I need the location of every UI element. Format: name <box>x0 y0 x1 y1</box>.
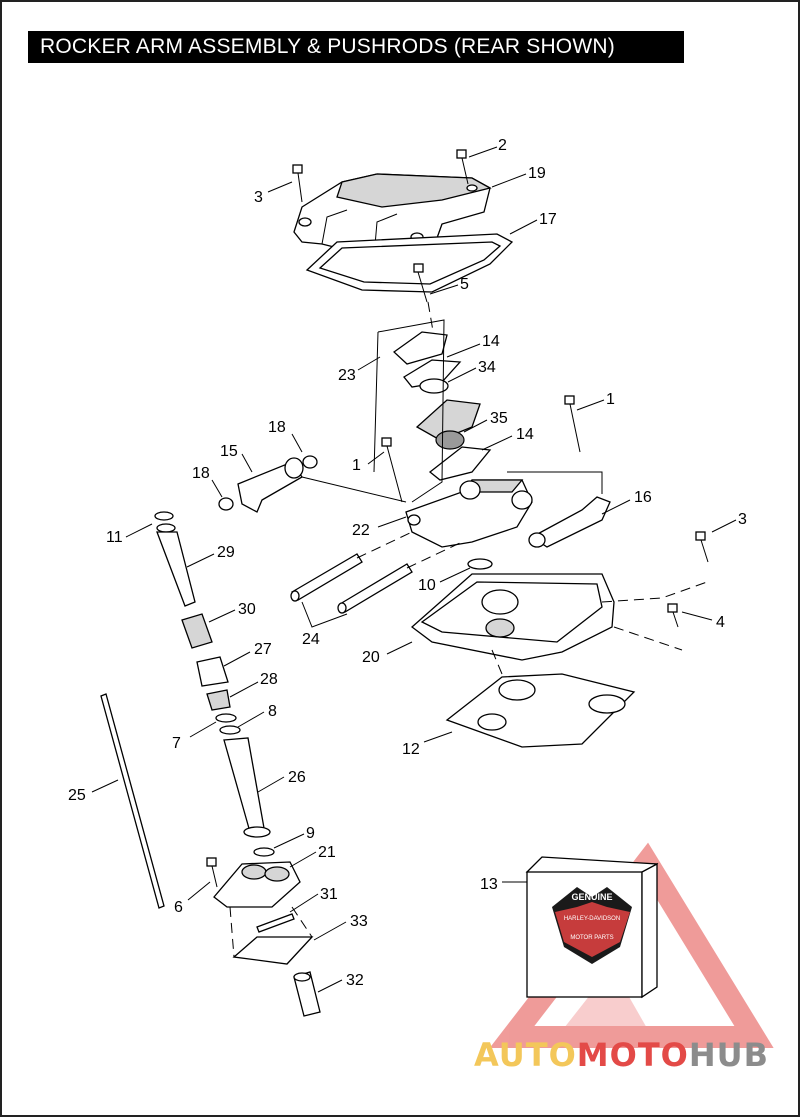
callout-29: 29 <box>217 544 235 561</box>
callout-21: 21 <box>318 844 336 861</box>
callout-14-b: 14 <box>516 426 534 443</box>
callout-5: 5 <box>460 276 469 293</box>
box-label-bottom: MOTOR PARTS <box>570 935 613 941</box>
watermark-text: AUTOMOTOHUB <box>474 1036 769 1074</box>
watermark-moto: MOTO <box>576 1036 689 1074</box>
callout-1-b: 1 <box>606 391 615 408</box>
callout-10: 10 <box>418 577 436 594</box>
box-label-top: GENUINE <box>571 892 612 902</box>
rocker-shafts <box>290 531 463 628</box>
callout-17: 17 <box>539 211 557 228</box>
lifter-parts <box>229 906 321 1017</box>
callout-23: 23 <box>338 367 356 384</box>
callout-25: 25 <box>68 787 86 804</box>
callout-2: 2 <box>498 137 507 154</box>
callout-32: 32 <box>346 972 364 989</box>
callouts: 2 3 19 17 5 14 34 23 1 35 14 18 15 <box>68 137 747 993</box>
callout-33: 33 <box>350 913 368 930</box>
rocker-arm-support <box>405 479 533 548</box>
callout-24: 24 <box>302 631 320 648</box>
genuine-parts-box: GENUINE HARLEY-DAVIDSON MOTOR PARTS <box>525 856 659 999</box>
callout-28: 28 <box>260 671 278 688</box>
callout-20: 20 <box>362 649 380 666</box>
callout-1-a: 1 <box>352 457 361 474</box>
callout-27: 27 <box>254 641 272 658</box>
lifter-cover <box>206 857 301 908</box>
callout-18-a: 18 <box>268 419 286 436</box>
pushrod <box>100 693 165 909</box>
callout-4: 4 <box>716 614 725 631</box>
callout-13: 13 <box>480 876 498 893</box>
callout-3: 3 <box>254 189 263 206</box>
callout-12: 12 <box>402 741 420 758</box>
watermark-hub: HUB <box>688 1036 770 1074</box>
page-title: ROCKER ARM ASSEMBLY & PUSHRODS (REAR SHO… <box>28 31 684 63</box>
callout-16: 16 <box>634 489 652 506</box>
breather-assembly <box>373 319 492 503</box>
box-label-middle: HARLEY-DAVIDSON <box>564 916 620 922</box>
callout-18-b: 18 <box>192 465 210 482</box>
callout-11: 11 <box>106 529 123 546</box>
cover-gasket <box>305 233 514 293</box>
pushrod-tube-stack <box>154 511 275 857</box>
callout-26: 26 <box>288 769 306 786</box>
callout-30: 30 <box>238 601 256 618</box>
callout-6: 6 <box>174 899 183 916</box>
callout-22: 22 <box>352 522 370 539</box>
cover-bolts <box>292 149 469 338</box>
callout-31: 31 <box>320 886 338 903</box>
callout-35: 35 <box>490 410 508 427</box>
callout-19: 19 <box>528 165 546 182</box>
watermark-auto: AUTO <box>474 1036 577 1074</box>
housing-gasket <box>445 649 636 748</box>
callout-9: 9 <box>306 825 315 842</box>
callout-34: 34 <box>478 359 496 376</box>
callout-3-b: 3 <box>738 511 747 528</box>
rocker-housing <box>410 558 708 661</box>
callout-15: 15 <box>220 443 238 460</box>
rocker-arms <box>218 455 611 548</box>
callout-8: 8 <box>268 703 277 720</box>
callout-14-a: 14 <box>482 333 500 350</box>
callout-7: 7 <box>172 735 181 752</box>
housing-bolts <box>667 531 709 628</box>
support-bolts <box>381 395 581 503</box>
